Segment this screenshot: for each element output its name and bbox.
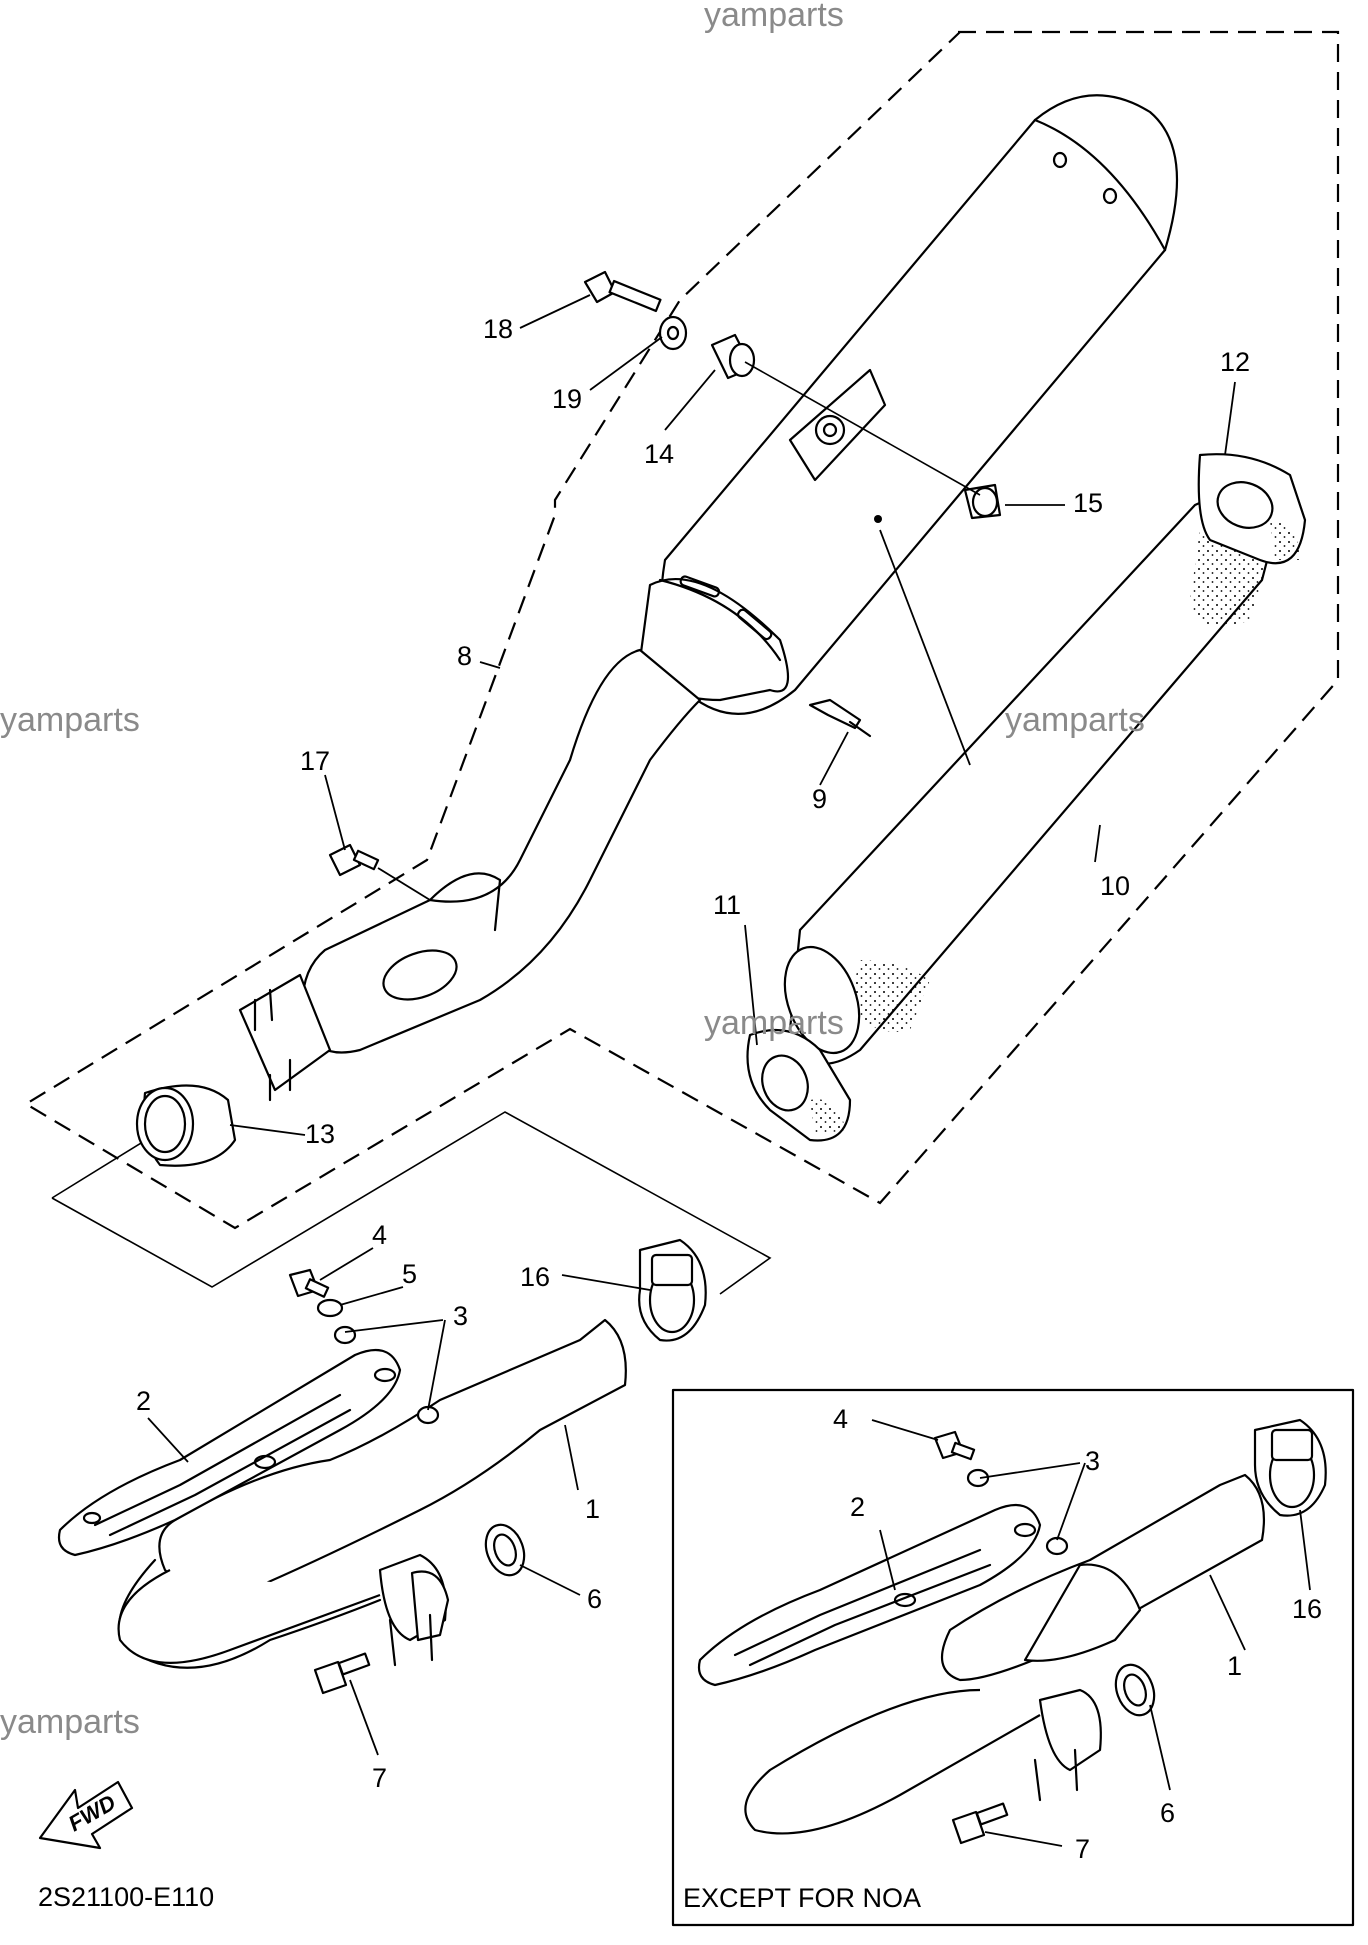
watermark-left-upper: yamparts xyxy=(0,701,140,739)
bolt-15 xyxy=(963,483,1002,520)
inset-callout-6: 6 xyxy=(1160,1798,1175,1828)
exhaust-pipe-1 xyxy=(117,1318,627,1669)
callout-11: 11 xyxy=(713,890,741,920)
inset-callout-numbers: 4 3 2 1 16 6 7 xyxy=(833,1404,1322,1864)
muffler-pipe xyxy=(238,648,702,1102)
inset-protector-2 xyxy=(697,1503,1042,1687)
callout-16: 16 xyxy=(520,1262,550,1292)
inset-exhaust-pipe-1 xyxy=(744,1473,1266,1835)
inset-gasket-6 xyxy=(1114,1663,1156,1717)
gasket-13 xyxy=(135,1084,237,1167)
watermark-right-middle: yamparts xyxy=(1005,701,1145,739)
callout-7: 7 xyxy=(372,1763,387,1793)
callout-13: 13 xyxy=(305,1119,335,1149)
callout-numbers: 18 19 14 15 12 8 17 9 10 11 13 4 5 3 16 … xyxy=(136,314,1250,1793)
leader-lines xyxy=(147,294,1311,1847)
callout-6: 6 xyxy=(587,1584,602,1614)
bolt-17 xyxy=(328,843,380,877)
callout-4: 4 xyxy=(372,1220,387,1250)
collar-3a xyxy=(333,1325,357,1345)
fwd-arrow-icon: FWD xyxy=(38,1780,134,1850)
muffler-body xyxy=(638,94,1179,715)
bolt-4 xyxy=(288,1268,330,1298)
inset-callout-3: 3 xyxy=(1085,1446,1100,1476)
callout-8: 8 xyxy=(457,641,472,671)
gasket-link-line xyxy=(51,1111,772,1295)
inset-caption: EXCEPT FOR NOA xyxy=(683,1883,921,1913)
callout-14: 14 xyxy=(644,439,674,469)
callout-12: 12 xyxy=(1220,347,1250,377)
callout-5: 5 xyxy=(402,1259,417,1289)
inset-collar-3a xyxy=(966,1468,990,1488)
washer-19 xyxy=(658,315,688,351)
inset-bolt-4 xyxy=(933,1430,976,1461)
watermark-top: yamparts xyxy=(704,0,844,34)
callout-3: 3 xyxy=(453,1301,468,1331)
bolt-7 xyxy=(313,1652,371,1695)
gasket-6 xyxy=(484,1523,526,1577)
clamp-16 xyxy=(638,1238,707,1342)
inset-bolt-7 xyxy=(951,1802,1009,1845)
inset-callout-16: 16 xyxy=(1292,1594,1322,1624)
protector-2 xyxy=(57,1348,402,1557)
inset-callout-1: 1 xyxy=(1227,1651,1242,1681)
callout-1: 1 xyxy=(585,1494,600,1524)
inset-callout-2: 2 xyxy=(850,1492,865,1522)
gasket-12 xyxy=(1197,453,1307,565)
collar-14 xyxy=(710,333,756,380)
muffler-assembly-boundary xyxy=(23,30,1340,1230)
inset-callout-4: 4 xyxy=(833,1404,848,1434)
callout-10: 10 xyxy=(1100,871,1130,901)
callout-2: 2 xyxy=(136,1386,151,1416)
callout-9: 9 xyxy=(812,784,827,814)
watermarks: yamparts yamparts yamparts yamparts yamp… xyxy=(0,0,1145,1741)
callout-19: 19 xyxy=(552,384,582,414)
bolt-18 xyxy=(583,270,662,313)
callout-17: 17 xyxy=(300,746,330,776)
washer-5 xyxy=(316,1298,344,1318)
drawing-code: 2S21100-E110 xyxy=(38,1882,214,1912)
callout-18: 18 xyxy=(483,314,513,344)
inset-box xyxy=(671,1388,1355,1927)
watermark-center: yamparts xyxy=(704,1004,844,1042)
rivet-9 xyxy=(808,698,872,738)
inset-collar-3b xyxy=(1045,1536,1069,1556)
watermark-left-lower: yamparts xyxy=(0,1703,140,1741)
inset-callout-7: 7 xyxy=(1075,1834,1090,1864)
inset-clamp-16 xyxy=(1253,1418,1327,1517)
gasket-11 xyxy=(746,1028,852,1142)
callout-15: 15 xyxy=(1073,488,1103,518)
